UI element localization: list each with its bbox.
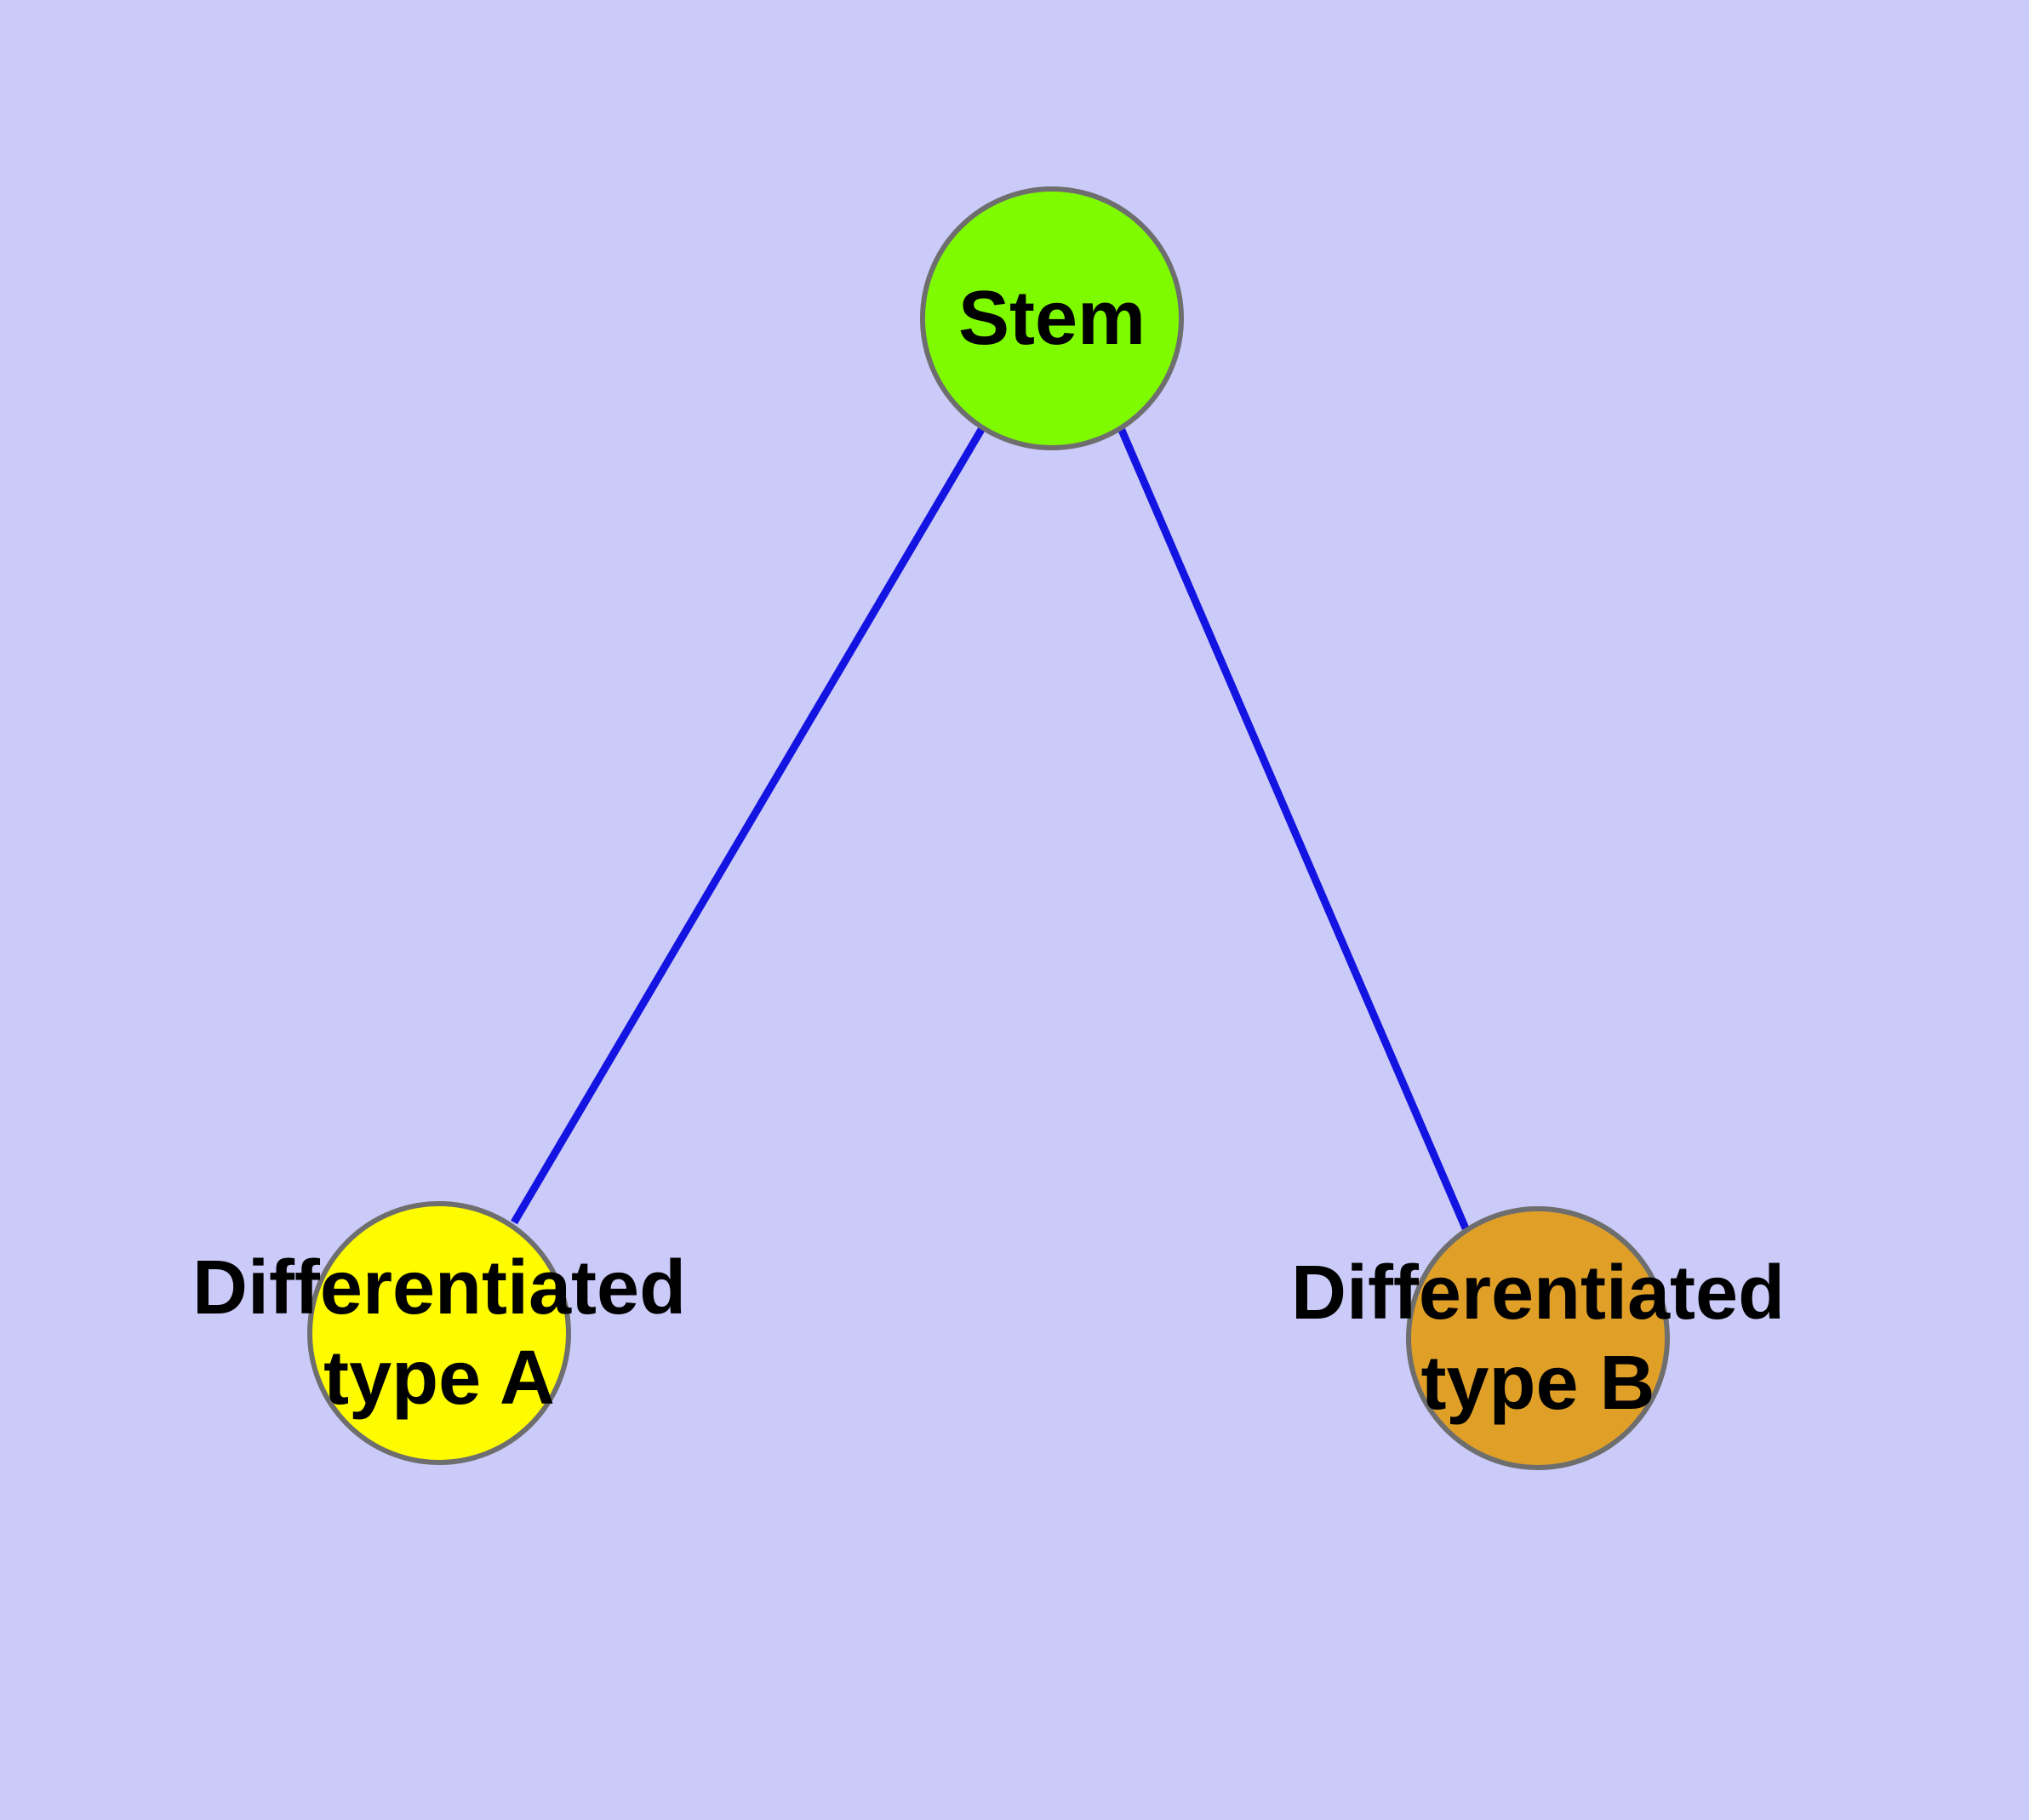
- node-circle-diff_a[interactable]: [307, 1201, 571, 1465]
- edge-stem-diff-b[interactable]: [1117, 426, 1470, 1230]
- edge-layer: [511, 426, 1470, 1230]
- node-layer: [307, 186, 1670, 1470]
- node-circle-stem[interactable]: [920, 186, 1184, 450]
- edge-stem-diff-a[interactable]: [511, 426, 986, 1225]
- node-circle-diff_b[interactable]: [1406, 1206, 1670, 1470]
